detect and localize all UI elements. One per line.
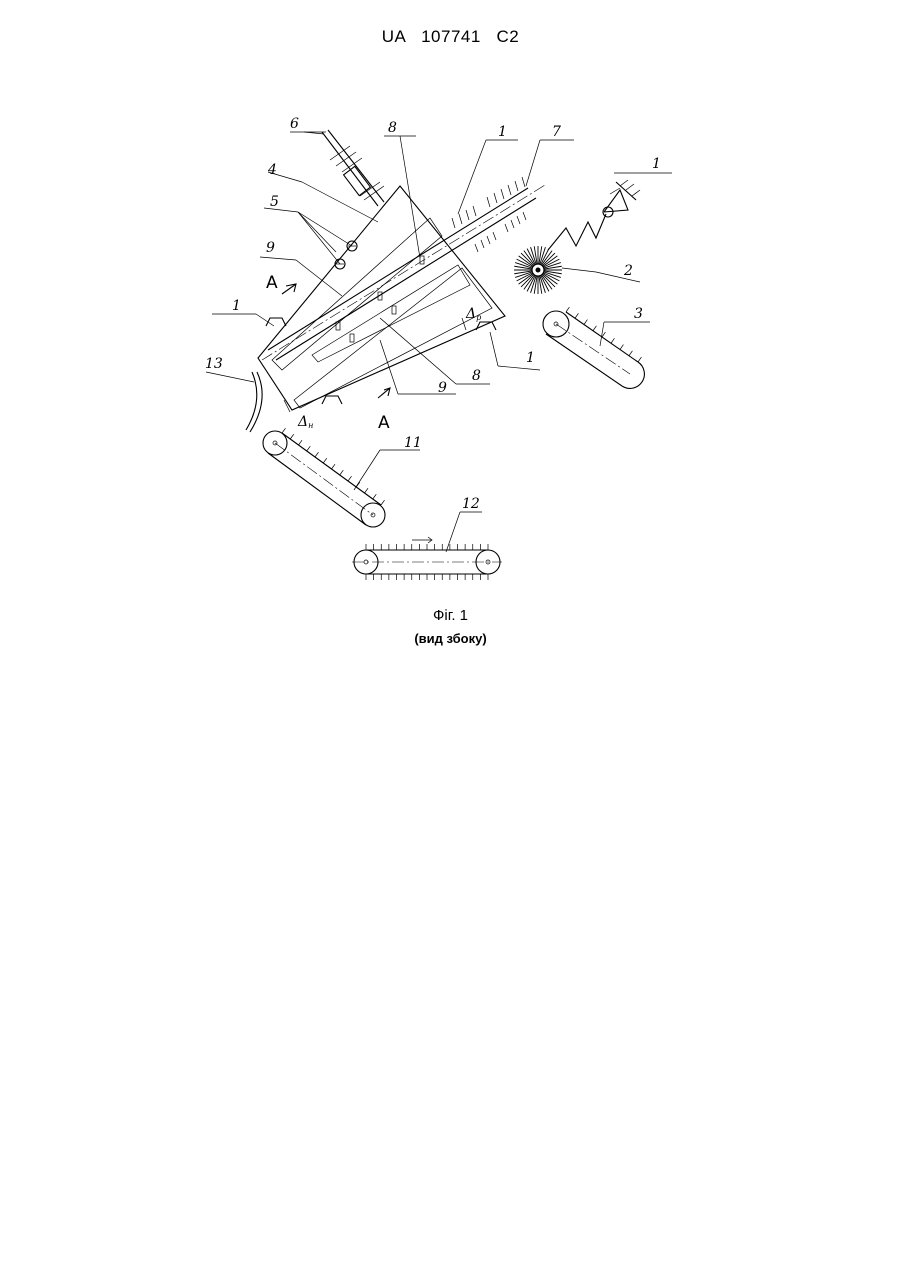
label-1-left: 1 <box>232 298 241 314</box>
hydraulic-cylinder-6 <box>322 130 384 206</box>
gap-label-delta-p: Δp <box>465 306 481 322</box>
conveyor-3 <box>543 307 644 388</box>
label-3: 3 <box>634 306 643 322</box>
label-4: 4 <box>267 162 277 178</box>
label-2: 2 <box>623 263 633 279</box>
label-1-bottom: 1 <box>526 350 535 366</box>
gap-marks <box>284 318 466 412</box>
label-8-top: 8 <box>388 120 397 136</box>
section-label-a-top: A <box>266 273 278 293</box>
support-brackets <box>266 318 496 404</box>
label-9-top: 9 <box>266 240 275 256</box>
brush-drum-2 <box>514 246 562 294</box>
label-1-top: 1 <box>498 124 507 140</box>
label-1-right: 1 <box>652 156 661 172</box>
hinges-5 <box>335 241 357 269</box>
label-5: 5 <box>270 194 279 210</box>
conveyor-11 <box>263 428 385 527</box>
label-8-bottom: 8 <box>472 368 481 384</box>
section-marks <box>282 284 390 398</box>
label-11: 11 <box>404 435 422 451</box>
figure-subcaption: (вид збоку) <box>0 631 901 646</box>
gap-label-delta-n: Δн <box>297 414 313 430</box>
figure-caption: Фіг. 1 <box>0 607 901 624</box>
conveyor-12 <box>352 537 502 580</box>
label-7: 7 <box>552 124 561 140</box>
label-6: 6 <box>290 116 299 132</box>
label-12: 12 <box>462 496 480 512</box>
housing-frame <box>258 186 505 410</box>
section-label-a-bottom: A <box>378 413 390 433</box>
label-13: 13 <box>205 356 223 372</box>
label-9-bottom: 9 <box>438 380 447 396</box>
spring-support <box>548 180 640 250</box>
reference-labels: 6 8 1 7 1 4 5 9 A 2 1 3 1 13 8 9 A 11 12… <box>205 116 661 512</box>
